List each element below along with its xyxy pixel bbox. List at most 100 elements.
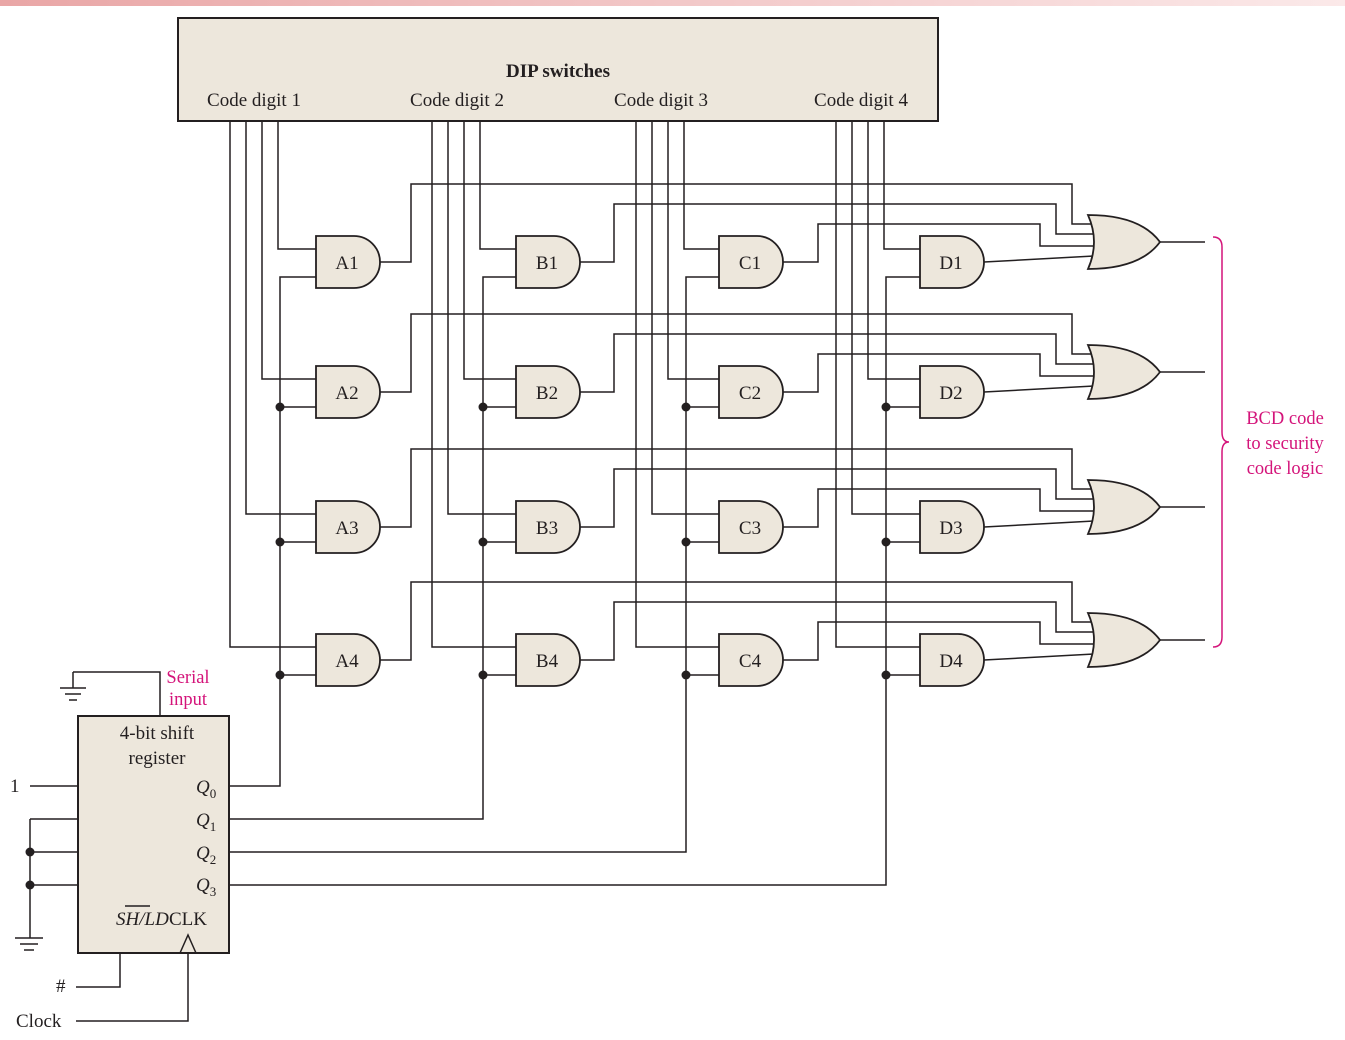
q3-label: Q3 [196, 875, 216, 899]
dip-line-1-1 [447, 121, 516, 515]
or-gate-1 [1086, 214, 1162, 270]
and-gate-B1 [515, 235, 581, 289]
and-to-or-0-0 [380, 183, 1094, 263]
and-gate-A1 [315, 235, 381, 289]
and-gate-label-B1: B1 [536, 253, 558, 274]
and-to-or-3-2 [983, 520, 1095, 528]
and-gate-D3 [919, 500, 985, 554]
and-gate-A3 [315, 500, 381, 554]
and-to-or-1-0 [580, 203, 1094, 263]
and-to-or-2-2 [783, 488, 1094, 528]
or-gate-3 [1086, 479, 1162, 535]
and-gate-label-C1: C1 [739, 253, 761, 274]
serial-input-line [73, 671, 161, 716]
dip-line-1-2 [463, 121, 516, 380]
dip-line-2-0 [635, 121, 719, 648]
shift-register-title-1: 4-bit shift [120, 723, 195, 744]
code-digit-4-label: Code digit 4 [814, 90, 908, 111]
or-gate-2 [1086, 344, 1162, 400]
code-digit-1-label: Code digit 1 [207, 90, 301, 111]
and-gate-label-A4: A4 [335, 651, 359, 672]
q0-label: Q0 [196, 777, 216, 801]
junction-dot-2-1 [681, 402, 691, 412]
top-gradient-stripe [0, 0, 1345, 6]
q-bus-0 [229, 276, 316, 787]
and-to-or-0-1 [380, 313, 1094, 393]
junction-dot-3-1 [881, 402, 891, 412]
and-gate-B3 [515, 500, 581, 554]
junction-dot-1-2 [478, 537, 488, 547]
ground-junction-2 [25, 880, 35, 890]
dip-line-2-2 [667, 121, 719, 380]
and-gate-C1 [718, 235, 784, 289]
junction-dot-3-3 [881, 670, 891, 680]
dip-line-1-0 [431, 121, 516, 648]
junction-dots [25, 402, 891, 890]
and-gate-D2 [919, 365, 985, 419]
and-gate-label-A1: A1 [335, 253, 358, 274]
ground-icon-inputs [15, 937, 43, 951]
junction-dot-1-3 [478, 670, 488, 680]
clk-label: CLK [169, 909, 207, 930]
dip-switch-title: DIP switches [506, 61, 610, 82]
curly-brace [1212, 236, 1230, 648]
and-to-or-3-3 [983, 653, 1095, 661]
and-gate-label-A3: A3 [335, 518, 358, 539]
junction-dot-2-2 [681, 537, 691, 547]
and-gate-B2 [515, 365, 581, 419]
and-to-or-2-0 [783, 223, 1094, 263]
dip-line-0-3 [277, 121, 316, 250]
and-gate-A4 [315, 633, 381, 687]
q-bus-2 [229, 276, 719, 853]
bracket-label-line-1: BCD code [1246, 409, 1324, 429]
and-gate-C2 [718, 365, 784, 419]
or-gate-4 [1086, 612, 1162, 668]
junction-dot-0-2 [275, 537, 285, 547]
shift-register-title-2: register [129, 748, 187, 769]
code-digit-3-label: Code digit 3 [614, 90, 708, 111]
clock-triangle-icon [179, 933, 197, 954]
dip-line-0-1 [245, 121, 316, 515]
ground-junction-1 [25, 847, 35, 857]
junction-dot-3-2 [881, 537, 891, 547]
serial-input-label-2: input [169, 690, 208, 710]
q2-label: Q2 [196, 843, 216, 867]
and-gate-C3 [718, 500, 784, 554]
bracket-label-line-2: to security [1246, 434, 1324, 454]
dip-line-1-3 [479, 121, 516, 250]
and-to-or-2-1 [783, 353, 1094, 393]
and-gate-label-C3: C3 [739, 518, 761, 539]
and-gate-label-B4: B4 [536, 651, 559, 672]
junction-dot-2-3 [681, 670, 691, 680]
and-gate-C4 [718, 633, 784, 687]
wiring [29, 121, 1205, 1022]
and-gate-label-D4: D4 [939, 651, 963, 672]
and-gate-B4 [515, 633, 581, 687]
dip-line-2-3 [683, 121, 719, 250]
clock-input-label: Clock [16, 1011, 62, 1032]
shift-register: 4-bit shift register Q0 Q1 Q2 Q3 SH/LD C… [77, 715, 230, 954]
dip-line-2-1 [651, 121, 719, 515]
and-gate-label-B2: B2 [536, 383, 558, 404]
code-digit-2-label: Code digit 2 [410, 90, 504, 111]
and-gate-label-C4: C4 [739, 651, 762, 672]
q1-label: Q1 [196, 810, 216, 834]
dip-switch-box [177, 17, 939, 122]
and-to-or-0-2 [380, 448, 1094, 528]
dip-switch-block: DIP switches Code digit 1 Code digit 2 C… [177, 17, 939, 122]
dip-line-0-2 [261, 121, 316, 380]
and-to-or-0-3 [380, 581, 1094, 661]
and-to-or-3-0 [983, 255, 1095, 263]
junction-dot-0-3 [275, 670, 285, 680]
dip-line-0-0 [229, 121, 316, 648]
and-gate-label-D2: D2 [939, 383, 962, 404]
input-one-label: 1 [10, 776, 20, 797]
and-gate-label-D1: D1 [939, 253, 962, 274]
output-bracket: BCD code to security code logic [1212, 236, 1325, 648]
hash-input-line [76, 953, 121, 988]
q-bus-1 [229, 276, 516, 820]
and-to-or-1-3 [580, 601, 1094, 661]
and-gate-label-B3: B3 [536, 518, 558, 539]
clock-input-line [76, 953, 189, 1022]
